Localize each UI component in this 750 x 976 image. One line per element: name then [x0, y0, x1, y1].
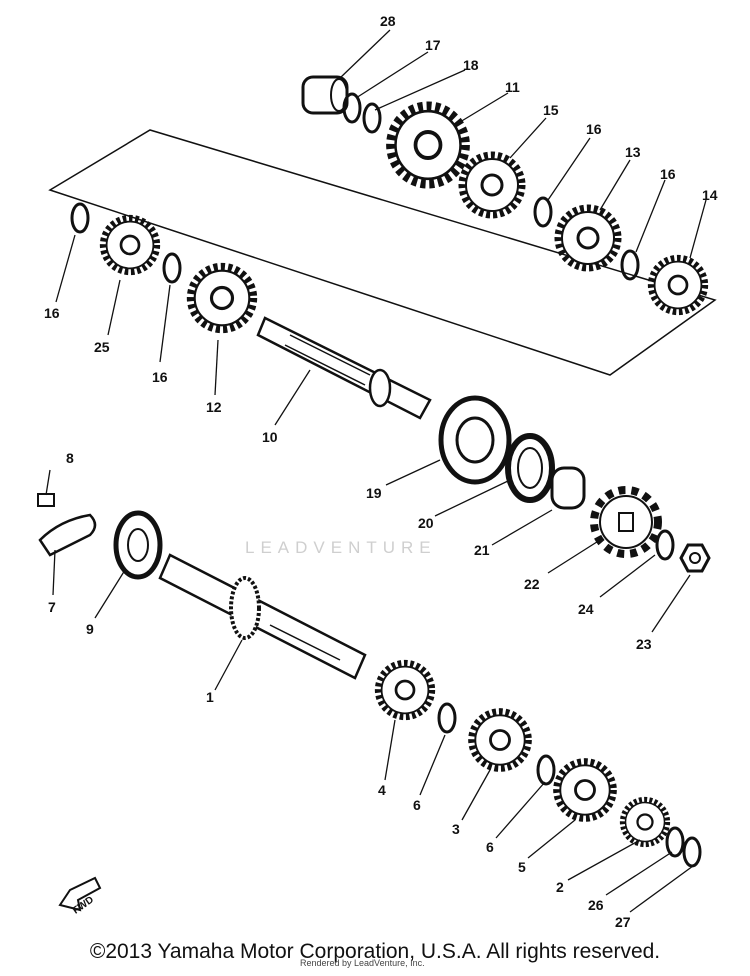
bolt-8 [37, 493, 55, 507]
watermark: LEADVENTURE [245, 538, 437, 557]
callout-13: 13 [625, 144, 641, 160]
callout-19: 19 [366, 485, 382, 501]
callout-16-b: 16 [660, 166, 676, 182]
gear-2 [623, 800, 668, 845]
collar-21 [550, 466, 586, 510]
nut-23 [679, 543, 711, 573]
leader-lines [45, 29, 707, 913]
callout-15: 15 [543, 102, 559, 118]
rendered-by-note: Rendered by LeadVenture, Inc. [300, 958, 425, 968]
callout-23: 23 [636, 636, 652, 652]
callout-1: 1 [206, 689, 214, 705]
circlip-16-top-a [533, 196, 553, 228]
callout-6-b: 6 [486, 839, 494, 855]
callout-22: 22 [524, 576, 540, 592]
gear-5 [557, 762, 614, 819]
callout-26: 26 [588, 897, 604, 913]
callout-4: 4 [378, 782, 386, 798]
countershaft-10 [256, 316, 432, 420]
callout-21: 21 [474, 542, 490, 558]
gear-14 [651, 258, 705, 312]
bearing-19 [438, 395, 512, 485]
callout-16-d: 16 [152, 369, 168, 385]
bearing-9 [113, 510, 163, 580]
circlip-16-mid [162, 252, 182, 284]
callout-12: 12 [206, 399, 222, 415]
lock-washer-24 [655, 529, 675, 561]
gear-12 [191, 267, 254, 330]
circlip-6-a [437, 702, 457, 734]
copyright-notice: ©2013 Yamaha Motor Corporation, U.S.A. A… [89, 940, 661, 963]
fwd-arrow-icon [58, 876, 102, 912]
oil-seal-20 [505, 433, 555, 503]
callout-16-c: 16 [44, 305, 60, 321]
circlip-16-left [70, 202, 90, 234]
callout-14: 14 [702, 187, 718, 203]
gear-4 [378, 663, 432, 717]
callout-24: 24 [578, 601, 594, 617]
callout-11: 11 [505, 79, 520, 95]
callout-3: 3 [452, 821, 460, 837]
callout-6-a: 6 [413, 797, 421, 813]
callout-10: 10 [262, 429, 278, 445]
callout-28: 28 [380, 13, 396, 29]
gear-11 [391, 106, 466, 184]
callout-16-a: 16 [586, 121, 602, 137]
main-axle-1 [158, 553, 367, 680]
callout-17: 17 [425, 37, 441, 53]
needle-bearing-28 [301, 75, 349, 115]
callout-20: 20 [418, 515, 434, 531]
gear-13 [558, 208, 618, 268]
callout-9: 9 [86, 621, 94, 637]
transmission-exploded-diagram [37, 29, 717, 913]
gear-3 [472, 712, 529, 769]
gear-25 [103, 218, 157, 272]
countershaft-group-outline [48, 129, 717, 376]
callout-2: 2 [556, 879, 564, 895]
callout-18: 18 [463, 57, 479, 73]
circlip-27 [682, 836, 702, 868]
washer-26 [665, 826, 685, 858]
bearing-plate-7 [38, 513, 97, 557]
callout-25: 25 [94, 339, 110, 355]
callout-27: 27 [615, 914, 631, 930]
callout-5: 5 [518, 859, 526, 875]
gear-15 [462, 155, 522, 215]
callout-7: 7 [48, 599, 56, 615]
circlip-6-b [536, 754, 556, 786]
sprocket-22 [590, 486, 662, 558]
callout-8: 8 [66, 450, 74, 466]
